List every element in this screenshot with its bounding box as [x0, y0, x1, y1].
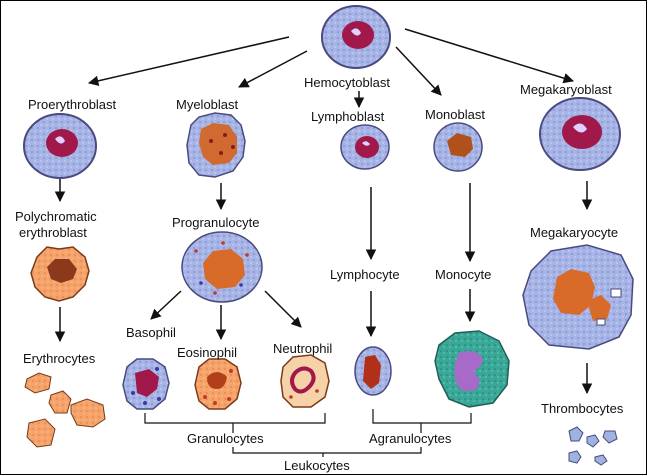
basophil-cell [122, 358, 170, 410]
hemocytoblast-cell [321, 5, 391, 69]
label-erythrocytes: Erythrocytes [23, 351, 96, 366]
myeloblast-cell [186, 112, 246, 178]
arrow-progranulocyte-to-basophil [150, 290, 182, 320]
label-neutrophil: Neutrophil [273, 341, 332, 356]
leukocytes-bracket [232, 447, 422, 457]
progranulocyte-cell [181, 231, 263, 303]
label-agranulocytes: Agranulocytes [369, 431, 452, 446]
label-lymphoblast: Lymphoblast [311, 109, 385, 124]
arrow-progranulocyte-to-neutrophil [264, 290, 302, 328]
label-polychromatic-line2: erythroblast [19, 225, 87, 240]
label-eosinophil: Eosinophil [177, 345, 237, 360]
polychromatic-erythroblast-cell [30, 246, 90, 302]
brackets [144, 409, 472, 457]
label-megakaryoblast: Megakaryoblast [520, 82, 612, 97]
megakaryocyte-cell [522, 244, 634, 350]
label-monocyte: Monocyte [435, 267, 491, 282]
erythrocytes-cells [24, 372, 106, 448]
label-basophil: Basophil [126, 325, 176, 340]
label-progranulocyte: Progranulocyte [172, 215, 259, 230]
granulocytes-bracket [144, 413, 326, 433]
arrow-hemo-to-megakaryoblast [404, 28, 575, 84]
lymphoblast-cell [340, 124, 390, 170]
eosinophil-cell [194, 358, 242, 410]
neutrophil-cell [280, 354, 330, 408]
labels: Hemocytoblast Proerythroblast Polychroma… [15, 75, 624, 473]
monoblast-cell [433, 122, 483, 172]
megakaryoblast-cell [539, 97, 621, 171]
monocyte-cell [434, 330, 510, 408]
arrow-hemo-to-proerythroblast [87, 36, 290, 86]
arrow-hemo-to-monoblast [395, 46, 442, 96]
label-granulocytes: Granulocytes [187, 431, 264, 446]
label-monoblast: Monoblast [425, 107, 485, 122]
lymphocyte-cell [354, 346, 392, 396]
label-proerythroblast: Proerythroblast [28, 97, 117, 112]
label-megakaryocyte: Megakaryocyte [530, 225, 618, 240]
label-polychromatic-line1: Polychromatic [15, 209, 97, 224]
label-hemocytoblast: Hemocytoblast [304, 75, 390, 90]
thrombocytes-cells [568, 426, 618, 466]
arrows [54, 28, 593, 395]
label-myeloblast: Myeloblast [176, 97, 239, 112]
agranulocytes-bracket [372, 409, 472, 433]
arrow-hemo-to-myeloblast [238, 50, 308, 88]
proerythroblast-cell [23, 113, 97, 179]
label-lymphocyte: Lymphocyte [330, 267, 400, 282]
label-leukocytes: Leukocytes [284, 458, 350, 473]
label-thrombocytes: Thrombocytes [541, 401, 624, 416]
